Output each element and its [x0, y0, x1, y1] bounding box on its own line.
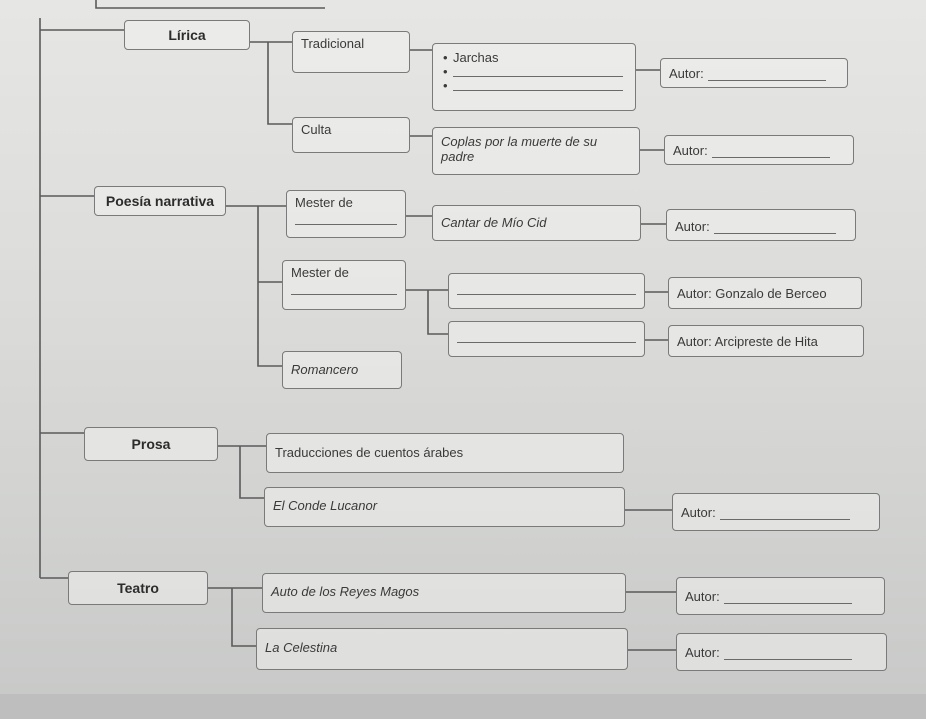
- autor-box: Autor: Arcipreste de Hita: [668, 325, 864, 357]
- blank-line: [713, 221, 836, 234]
- mester-label: Mester de: [295, 195, 353, 210]
- blank-line: [457, 294, 636, 295]
- autor-label: Autor: Gonzalo de Berceo: [677, 286, 827, 301]
- coplas-box: Coplas por la muerte de su padre: [432, 127, 640, 175]
- category-prosa-label: Prosa: [131, 436, 171, 452]
- blank-line: [711, 145, 830, 158]
- romancero-box: Romancero: [282, 351, 402, 389]
- blank-item: [443, 78, 627, 93]
- mester-label: Mester de: [291, 265, 349, 280]
- autor-label: Autor: Arcipreste de Hita: [677, 334, 818, 349]
- category-poesia-narrativa: Poesía narrativa: [94, 186, 226, 216]
- jarchas-box: Jarchas: [432, 43, 636, 111]
- cantar-label: Cantar de Mío Cid: [441, 215, 547, 230]
- mester-box: Mester de: [286, 190, 406, 238]
- blank-line: [453, 64, 623, 77]
- autor-label: Autor:: [669, 66, 704, 81]
- jarchas-item: Jarchas: [443, 50, 627, 65]
- autor-label: Autor:: [681, 505, 716, 520]
- autor-box: Autor:: [676, 577, 885, 615]
- blank-line: [291, 294, 397, 295]
- reyes-magos-box: Auto de los Reyes Magos: [262, 573, 626, 613]
- category-lirica: Lírica: [124, 20, 250, 50]
- category-poesia-narrativa-label: Poesía narrativa: [105, 193, 215, 209]
- category-teatro-label: Teatro: [117, 580, 159, 596]
- autor-box: Autor:: [676, 633, 887, 671]
- mester-box: Mester de: [282, 260, 406, 310]
- lucanor-box: El Conde Lucanor: [264, 487, 625, 527]
- autor-label: Autor:: [685, 645, 720, 660]
- blank-line: [453, 78, 623, 91]
- autor-box: Autor:: [664, 135, 854, 165]
- tradicional-box: Tradicional: [292, 31, 410, 73]
- tradicional-label: Tradicional: [301, 36, 365, 51]
- autor-box: Autor:: [672, 493, 880, 531]
- cantar-box: Cantar de Mío Cid: [432, 205, 641, 241]
- autor-box: Autor:: [666, 209, 856, 241]
- celestina-box: La Celestina: [256, 628, 628, 670]
- blank-item: [443, 64, 627, 79]
- blank-line: [295, 224, 397, 225]
- celestina-label: La Celestina: [265, 640, 338, 655]
- autor-label: Autor:: [673, 143, 708, 158]
- reyes-magos-label: Auto de los Reyes Magos: [271, 584, 420, 599]
- lucanor-label: El Conde Lucanor: [273, 498, 378, 513]
- culta-box: Culta: [292, 117, 410, 153]
- blank-line: [457, 342, 636, 343]
- blank-box: [448, 321, 645, 357]
- romancero-label: Romancero: [291, 362, 359, 377]
- blank-box: [448, 273, 645, 309]
- blank-line: [719, 507, 850, 520]
- category-prosa: Prosa: [84, 427, 218, 461]
- culta-label: Culta: [301, 122, 332, 137]
- jarchas-label: Jarchas: [453, 50, 499, 65]
- autor-label: Autor:: [675, 219, 710, 234]
- traducciones-label: Traducciones de cuentos árabes: [275, 445, 464, 460]
- blank-line: [723, 591, 852, 604]
- autor-box: Autor:: [660, 58, 848, 88]
- category-teatro: Teatro: [68, 571, 208, 605]
- traducciones-box: Traducciones de cuentos árabes: [266, 433, 624, 473]
- blank-line: [723, 647, 852, 660]
- page-bottom-shadow: [0, 694, 926, 719]
- category-lirica-label: Lírica: [168, 27, 206, 43]
- autor-box: Autor: Gonzalo de Berceo: [668, 277, 862, 309]
- blank-line: [707, 68, 826, 81]
- autor-label: Autor:: [685, 589, 720, 604]
- coplas-label: Coplas por la muerte de su padre: [441, 134, 598, 164]
